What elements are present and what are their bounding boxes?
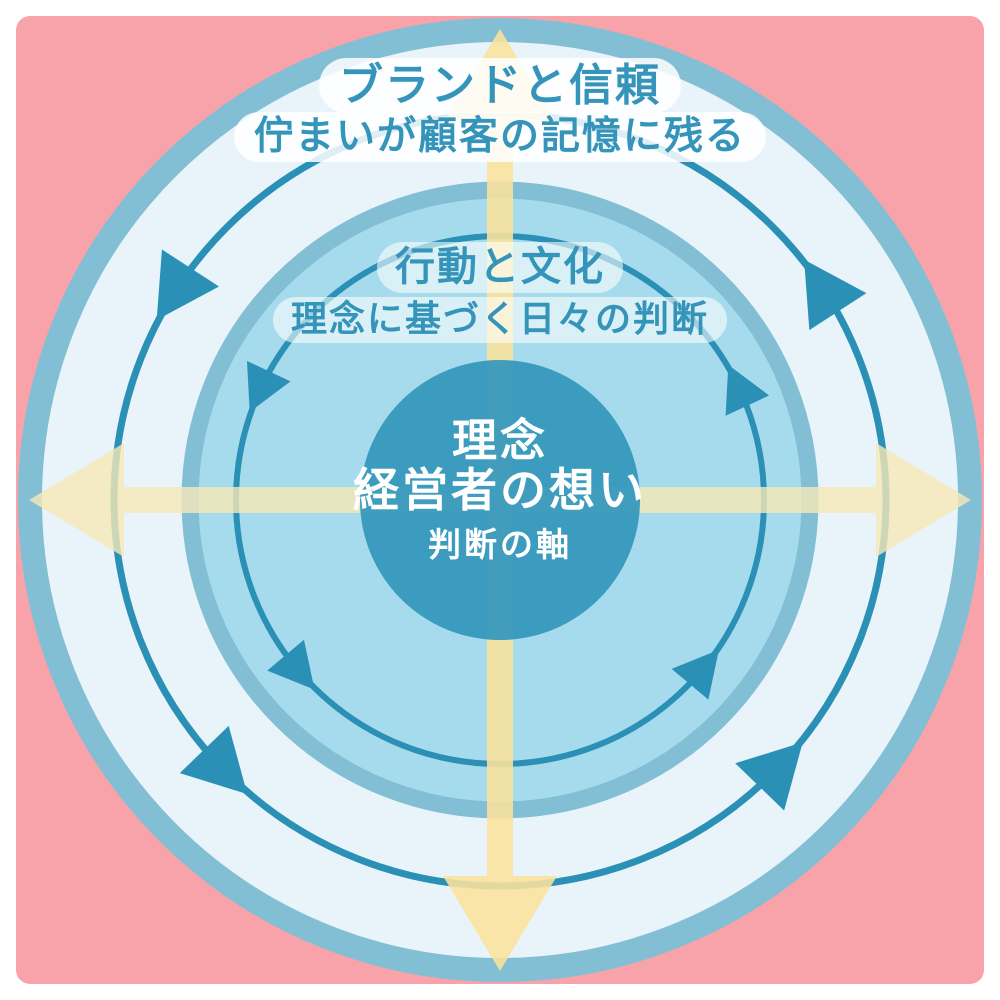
center-label-line1: 理念 — [451, 414, 549, 467]
rotation-arrow-icon — [246, 361, 291, 412]
rotation-arrow-icon — [267, 639, 315, 690]
rotation-arrow-icon — [671, 649, 719, 700]
rotation-arrow-icon — [725, 364, 770, 416]
middle-layer-caption: 理念に基づく日々の判断 — [272, 297, 728, 344]
rotation-arrow-icon — [804, 259, 867, 331]
center-label-line3: 判断の軸 — [428, 525, 572, 564]
middle-layer-heading: 行動と文化 — [377, 242, 623, 293]
rotation-arrow-icon — [735, 742, 803, 811]
center-label-line2: 経営者の想い — [353, 463, 647, 517]
outer-layer-heading: ブランドと信頼 — [319, 58, 681, 114]
inner-rotation-arrows — [246, 361, 770, 700]
outer-rotation-arrows — [156, 249, 867, 811]
rotation-arrow-icon — [179, 725, 248, 795]
rotation-arrow-icon — [156, 249, 219, 320]
outer-layer-caption: 佇まいが顧客の記憶に残る — [233, 112, 767, 162]
center-circle — [360, 360, 640, 640]
